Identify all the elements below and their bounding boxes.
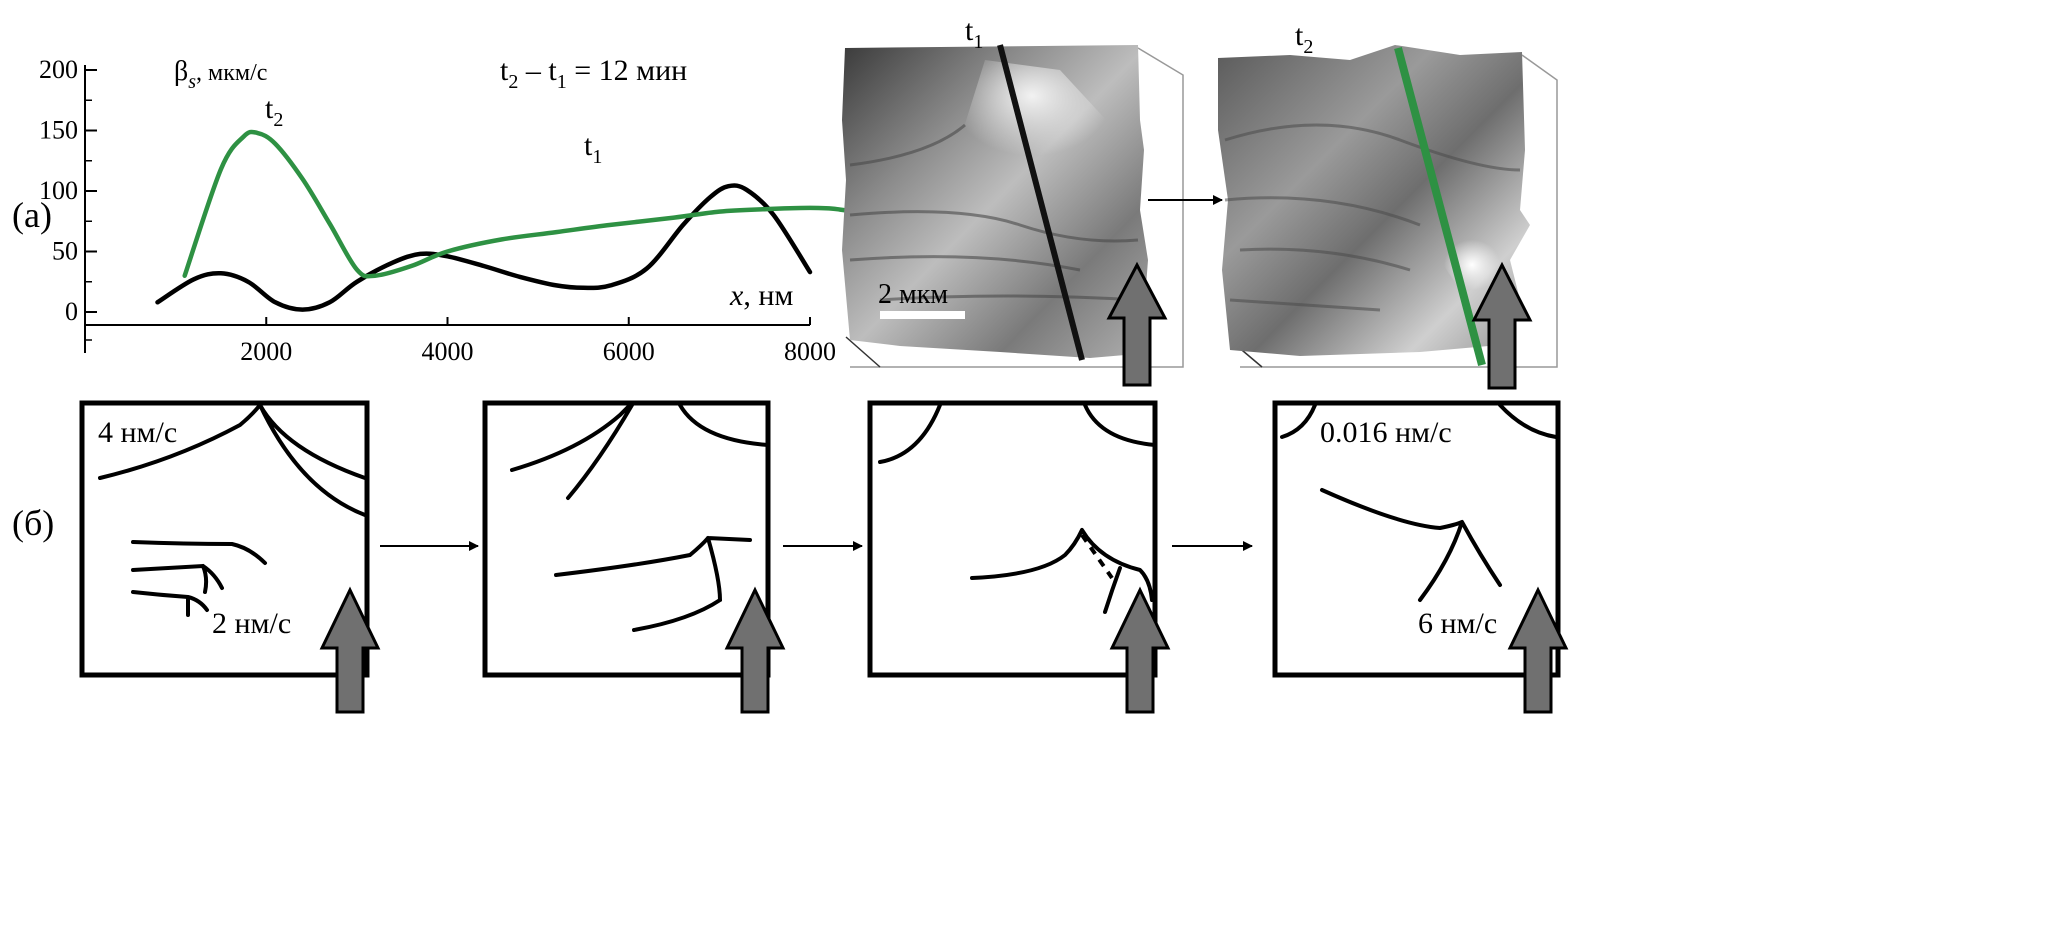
y-tick-label: 150 xyxy=(39,116,78,145)
step-lines-3 xyxy=(878,403,1157,614)
afm-image-t1: t1 2 мкм xyxy=(842,14,1184,387)
y-tick-label: 0 xyxy=(65,297,78,326)
step-lines-2 xyxy=(510,403,770,632)
flow-arrow-icon xyxy=(1471,261,1533,390)
velocity-label-1-top: 4 нм/с xyxy=(98,416,177,449)
velocity-label-4-top: 0.016 нм/с xyxy=(1320,416,1452,449)
sketch-frame-4 xyxy=(1272,400,1561,678)
flow-arrow-icon xyxy=(1109,586,1171,714)
velocity-label-4-bottom: 6 нм/с xyxy=(1418,607,1497,640)
afm-frame-diag-left xyxy=(845,336,881,368)
afm-surface-t1-highlight xyxy=(960,60,1120,180)
x-tick-label: 8000 xyxy=(784,337,836,366)
afm-frame-left xyxy=(850,47,1184,368)
y-tick-label: 200 xyxy=(39,55,78,84)
x-tick-label: 6000 xyxy=(603,337,655,366)
afm-time-label-t1: t1 xyxy=(965,14,983,53)
afm-time-label-t2: t2 xyxy=(1295,19,1313,58)
afm-scale-label: 2 мкм xyxy=(878,279,948,310)
afm-scale-bar xyxy=(880,311,965,319)
afm-surface-t2 xyxy=(1218,45,1530,356)
flow-arrow-icon xyxy=(1507,586,1569,714)
afm-surface-t2-terraces xyxy=(1224,123,1521,312)
sketch-box-3 xyxy=(867,400,1171,714)
flow-arrow-icon xyxy=(319,586,381,714)
sketch-box-4: 0.016 нм/с 6 нм/с xyxy=(1272,400,1569,714)
series-label-t2: t2 xyxy=(265,92,283,131)
panel-label-a: (а) xyxy=(12,195,52,235)
panel-label-b: (б) xyxy=(12,503,54,543)
y-tick-label: 100 xyxy=(39,176,78,205)
y-tick-label: 50 xyxy=(52,237,78,266)
velocity-label-1-bottom: 2 нм/с xyxy=(212,607,291,640)
afm-image-t2: t2 xyxy=(1218,19,1558,390)
sketch-frame-1 xyxy=(79,400,370,678)
afm-profile-line-t1 xyxy=(997,44,1085,361)
flow-arrow-icon xyxy=(1106,261,1168,387)
afm-surface-t2-highlight xyxy=(1410,200,1510,290)
x-tick-label: 4000 xyxy=(422,337,474,366)
step-lines-4 xyxy=(1280,403,1558,602)
sketch-frame-2 xyxy=(482,400,771,678)
afm-surface-t1-terraces xyxy=(849,123,1139,302)
sketch-frame-3 xyxy=(867,400,1158,678)
series-line-t1 xyxy=(155,183,813,312)
step-lines-1 xyxy=(98,403,367,617)
y-axis-label: βs, мкм/с xyxy=(174,56,267,93)
afm-frame-right xyxy=(1240,54,1558,368)
series-label-t1: t1 xyxy=(584,129,602,168)
x-tick-label: 2000 xyxy=(240,337,292,366)
sketch-box-2 xyxy=(482,400,786,714)
series-line-t2 xyxy=(182,129,931,293)
sketch-box-1: 4 нм/с 2 нм/с xyxy=(79,400,381,714)
flow-arrow-icon xyxy=(724,586,786,714)
time-difference-annotation: t2 – t1 = 12 мин xyxy=(500,54,687,93)
x-axis-label: x, нм xyxy=(729,279,793,312)
afm-profile-line-t2 xyxy=(1394,46,1486,367)
